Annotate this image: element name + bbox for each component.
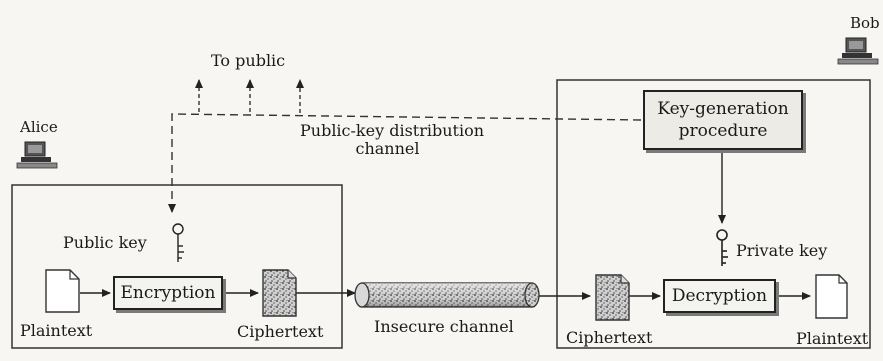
alice-box	[11, 184, 343, 349]
decryption-box: Decryption	[663, 279, 776, 313]
private-key-icon	[716, 229, 728, 266]
alice-computer-icon	[16, 141, 58, 169]
bob-name-label: Bob	[850, 14, 880, 32]
key-generation-line2: procedure	[678, 121, 768, 141]
public-key-icon	[172, 223, 184, 262]
distribution-channel-label: Public-key distribution channel	[300, 121, 484, 158]
bob-plaintext-label: Plaintext	[796, 329, 869, 348]
distribution-channel-line1: Public-key distribution	[300, 121, 484, 140]
alice-ciphertext-label: Ciphertext	[237, 322, 324, 341]
encryption-box: Encryption	[113, 276, 223, 310]
bob-plaintext-document-icon	[815, 274, 848, 319]
bob-ciphertext-document-icon	[595, 274, 630, 321]
bob-computer-icon	[837, 37, 879, 65]
distribution-channel-line2: channel	[355, 139, 420, 158]
insecure-channel-label: Insecure channel	[374, 317, 514, 336]
alice-plaintext-document-icon	[45, 269, 80, 313]
insecure-channel-tube-icon	[354, 282, 540, 308]
alice-name-label: Alice	[20, 118, 58, 136]
to-public-label: To public	[211, 51, 286, 70]
public-key-label: Public key	[63, 233, 147, 252]
private-key-label: Private key	[736, 241, 828, 260]
bob-ciphertext-label: Ciphertext	[566, 328, 653, 347]
public-key-distribution-line	[168, 113, 642, 213]
bob-box	[556, 79, 871, 349]
alice-ciphertext-document-icon	[262, 269, 297, 317]
to-public-arrows	[195, 79, 304, 113]
alice-plaintext-label: Plaintext	[20, 321, 93, 340]
key-generation-procedure-box: Key-generation procedure	[643, 90, 803, 150]
key-generation-line1: Key-generation	[657, 99, 789, 119]
